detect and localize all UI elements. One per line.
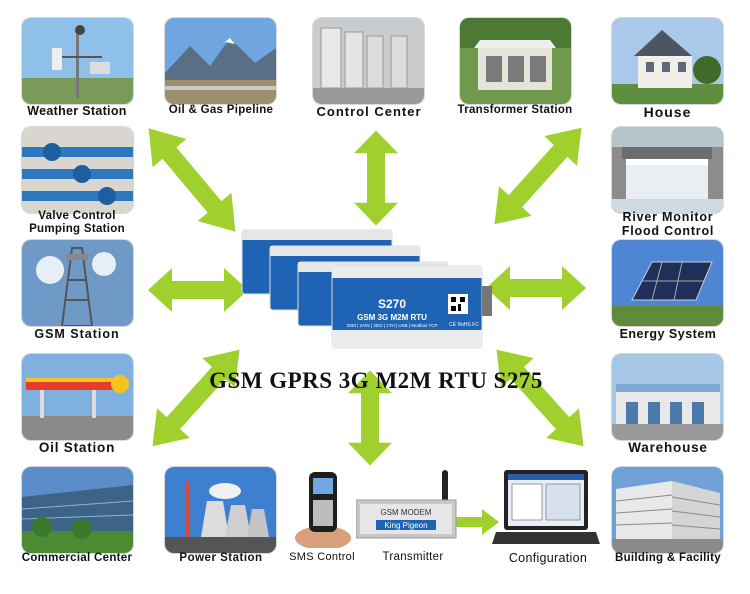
pipeline-image	[165, 18, 276, 104]
rtu-device-stack: S270 GSM 3G M2M RTU 20DI | 2AIN | 2DO | …	[232, 226, 494, 358]
rtu-model-text: S270	[378, 297, 406, 311]
modem-name-text: GSM MODEM	[380, 508, 431, 517]
configuration-label: Configuration	[508, 551, 588, 565]
sms-control-label: SMS Control	[289, 551, 355, 563]
gsm-station-image	[22, 240, 133, 326]
modem-brand-text: King Pigeon	[384, 521, 427, 530]
transmitter-label: Transmitter	[382, 551, 444, 563]
transformer-image	[460, 18, 571, 104]
commercial-center-label: Commercial Center	[21, 552, 133, 564]
rtu-cert-text: CE RoHS FC	[449, 322, 479, 328]
arrow-transformer	[478, 112, 598, 240]
river-monitor-label-2: Flood Control	[621, 224, 715, 238]
building-facility-label: Building & Facility	[614, 552, 721, 564]
rtu-spec-text: 20DI | 2AIN | 2DO | 1TH | USB | Modbus T…	[346, 323, 437, 328]
rtu-device-front: S270 GSM 3G M2M RTU 20DI | 2AIN | 2DO | …	[331, 265, 492, 349]
commercial-center-image	[22, 467, 133, 553]
oil-station-image	[22, 354, 133, 440]
weather-station-label: Weather Station	[27, 104, 127, 118]
warehouse-image	[612, 354, 723, 440]
gsm-station-label: GSM Station	[34, 327, 120, 341]
gsm-modem-image: GSM MODEM King Pigeon	[355, 470, 460, 550]
sms-phone-image	[293, 468, 353, 550]
power-station-image	[165, 467, 276, 553]
valve-control-image	[22, 127, 133, 213]
valve-control-label-2: Pumping Station	[29, 223, 125, 235]
warehouse-label: Warehouse	[628, 440, 708, 455]
control-center-label: Control Center	[316, 104, 422, 119]
power-station-label: Power Station	[179, 552, 263, 564]
rtu-subtitle-text: GSM 3G M2M RTU	[357, 313, 427, 322]
control-center-image	[313, 18, 424, 104]
building-facility-image	[612, 467, 723, 553]
configuration-laptop-image	[492, 468, 600, 550]
valve-control-label-1: Valve Control	[38, 210, 116, 222]
energy-system-image	[612, 240, 723, 326]
house-image	[612, 18, 723, 104]
oil-station-label: Oil Station	[38, 440, 116, 455]
arrow-warehouse	[480, 334, 600, 462]
house-label: House	[643, 104, 692, 120]
weather-station-image	[22, 18, 133, 104]
diagram-title: GSM GPRS 3G M2M RTU S275	[209, 368, 543, 393]
river-monitor-image	[612, 127, 723, 213]
transformer-label: Transformer Station	[457, 104, 573, 116]
river-monitor-label-1: River Monitor	[622, 210, 714, 224]
arrow-control	[354, 130, 398, 226]
energy-system-label: Energy System	[619, 327, 717, 341]
pipeline-label: Oil & Gas Pipeline	[168, 104, 274, 116]
arrow-energy	[486, 266, 586, 310]
